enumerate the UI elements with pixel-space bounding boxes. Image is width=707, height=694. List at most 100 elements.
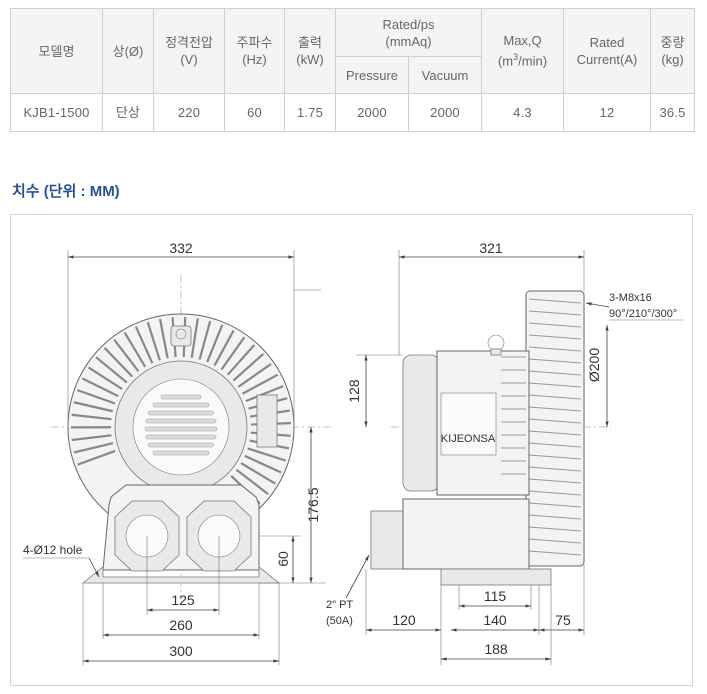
front-fin <box>244 454 282 474</box>
section-title: 치수 (단위 : MM) <box>12 183 120 200</box>
dim-125-label: 125 <box>171 592 195 608</box>
dim-300-label: 300 <box>169 643 193 659</box>
side-fin <box>528 514 582 520</box>
side-fin <box>528 442 582 448</box>
front-grill <box>144 394 218 456</box>
cell-max-q: 4.3 <box>481 93 565 132</box>
side-fin <box>528 550 582 556</box>
dim-60-label: 60 <box>275 551 291 567</box>
front-fin <box>190 318 199 358</box>
dim-128-label: 128 <box>346 379 362 403</box>
side-fin <box>528 454 582 460</box>
front-fin <box>198 320 212 360</box>
front-fin <box>103 347 134 378</box>
front-fin <box>77 389 116 405</box>
dim-176-label: 176.5 <box>305 487 321 522</box>
dim-332-label: 332 <box>169 240 193 256</box>
front-fin <box>71 434 112 442</box>
header-frequency: 주파수 (Hz) <box>224 8 285 94</box>
side-fin <box>528 346 582 352</box>
front-grill-slot <box>152 450 210 456</box>
header-current: Rated Current(A) <box>563 8 652 94</box>
side-lower-body <box>402 498 530 570</box>
side-fin <box>528 466 582 472</box>
port-note-1: 2" PT <box>326 599 353 611</box>
front-fin <box>71 413 112 421</box>
front-fin <box>232 353 264 382</box>
header-output: 출력 (kW) <box>284 8 336 94</box>
bolt-note-2: 90°/210°/300° <box>609 308 677 320</box>
front-fin <box>77 449 116 466</box>
side-fin <box>528 538 582 544</box>
side-fin <box>528 430 582 436</box>
cell-phase: 단상 <box>102 93 154 132</box>
front-grill-slot <box>145 434 217 440</box>
front-eyebolt-hole <box>175 328 187 340</box>
cell-pressure: 2000 <box>335 93 409 132</box>
front-fin <box>134 326 154 364</box>
cell-model: KJB1-1500 <box>10 93 103 132</box>
table-row: KJB1-1500 단상 220 60 1.75 2000 2000 4.3 1… <box>10 93 696 132</box>
side-fin <box>528 502 582 508</box>
side-fin <box>528 322 582 328</box>
front-fin <box>113 338 140 373</box>
front-eyebolt <box>170 325 192 347</box>
front-fin <box>226 344 256 376</box>
front-fin <box>237 363 272 388</box>
bolt-note-leader <box>585 302 610 308</box>
dim-188-label: 188 <box>484 641 508 657</box>
side-fin <box>528 310 582 316</box>
front-fin <box>95 356 128 384</box>
front-fin <box>213 329 235 367</box>
cell-output: 1.75 <box>284 93 336 132</box>
side-fin <box>528 526 582 532</box>
side-port <box>370 510 408 570</box>
side-fin <box>528 334 582 340</box>
cell-weight: 36.5 <box>650 93 696 132</box>
front-grill-slot <box>148 442 214 448</box>
header-rated-ps: Rated/ps (mmAq) <box>334 8 483 57</box>
side-fin <box>528 358 582 364</box>
dim-120-label: 120 <box>392 612 416 628</box>
dim-140-label: 140 <box>483 612 507 628</box>
side-fin <box>528 478 582 484</box>
side-view: KIJEONSA 321 128 3-M8x16 90°/210°/300° <box>326 240 683 665</box>
side-fin <box>528 406 582 412</box>
hole-note: 4-Ø12 hole <box>23 543 83 557</box>
front-grill-slot <box>145 418 217 424</box>
front-grill-slot <box>160 394 202 400</box>
front-fin <box>247 447 287 462</box>
side-fin <box>528 382 582 388</box>
dim-200-label: Ø200 <box>586 348 602 382</box>
side-motor-endcap <box>402 354 440 492</box>
front-fin <box>87 366 123 391</box>
front-fin <box>73 442 114 454</box>
front-fin <box>235 468 269 495</box>
port-note-leader <box>345 554 370 599</box>
side-fin <box>528 418 582 424</box>
header-max-q: Max,Q (m3/min) <box>481 8 565 94</box>
dim-260-label: 260 <box>169 617 193 633</box>
dim-75-label: 75 <box>555 612 571 628</box>
header-phase: 상(Ø) <box>102 8 154 94</box>
front-fin <box>245 385 284 403</box>
dimension-drawing: 332 176.5 60 4-Ø12 hole 125 260 <box>10 214 693 686</box>
side-motor-fins <box>501 356 526 475</box>
cell-vacuum: 2000 <box>407 93 483 132</box>
side-fin <box>528 490 582 496</box>
side-base <box>440 568 552 586</box>
spec-table: 모델명 상(Ø) 정격전압 (V) 주파수 (Hz) 출력 (kW) Rated… <box>10 8 696 132</box>
front-grill-slot <box>144 426 218 432</box>
front-view: 332 176.5 60 4-Ø12 hole 125 260 <box>23 240 331 665</box>
dim-115-label: 115 <box>484 588 507 604</box>
side-fin <box>528 394 582 400</box>
side-nameplate <box>440 392 497 456</box>
front-fin <box>158 318 169 359</box>
side-fin <box>528 370 582 376</box>
front-fin <box>242 373 279 395</box>
bolt-note-1: 3-M8x16 <box>609 292 652 304</box>
side-fins <box>528 298 582 556</box>
header-weight: 중량 (kg) <box>650 8 696 94</box>
side-fin <box>528 298 582 304</box>
header-voltage: 정격전압 (V) <box>153 8 225 94</box>
